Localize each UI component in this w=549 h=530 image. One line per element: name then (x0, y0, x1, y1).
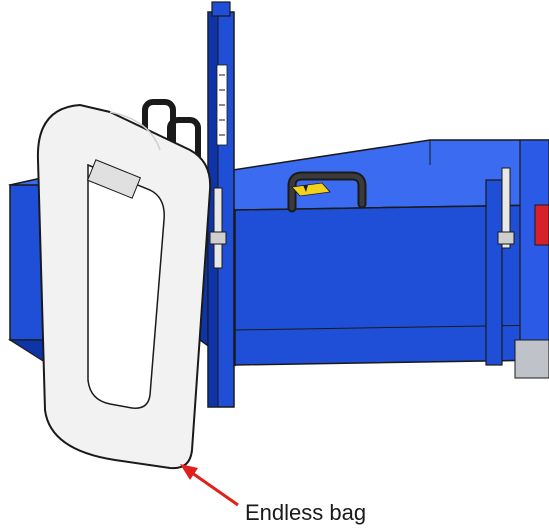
clamp-rods (209, 167, 515, 269)
endless-bag-label: Endless bag (245, 500, 367, 525)
carry-handle-icon (287, 171, 367, 213)
warning-label-icon (291, 182, 331, 197)
red-arrow-icon (180, 464, 239, 507)
endless-bag (36, 103, 212, 470)
main-housing (198, 139, 549, 379)
